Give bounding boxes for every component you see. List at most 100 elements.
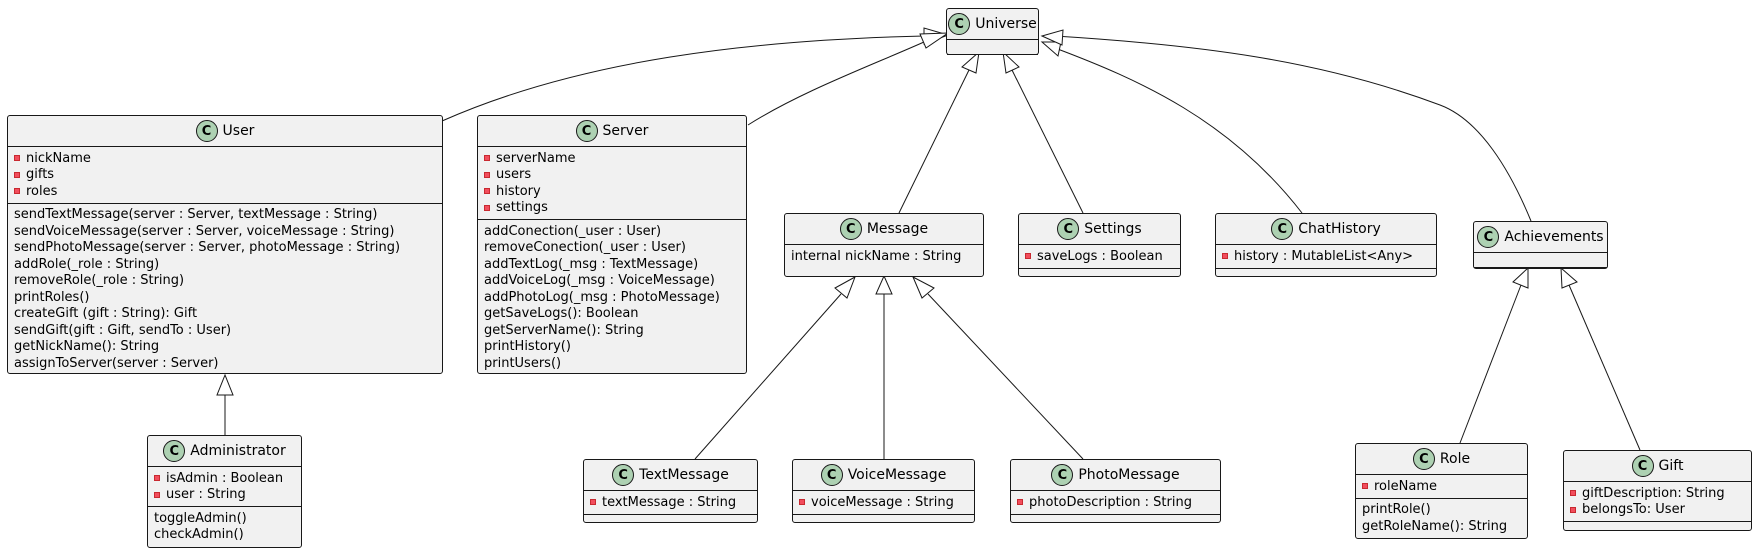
class-icon: C — [612, 464, 635, 486]
attribute: saveLogs : Boolean — [1037, 248, 1163, 264]
attributes-section: photoDescription : String — [1011, 491, 1220, 515]
class-name: Server — [602, 123, 649, 139]
edge-settings-universe — [1011, 69, 1084, 214]
methods-section: toggleAdmin() checkAdmin() — [148, 507, 301, 546]
method-row: removeConection(_user : User) — [484, 240, 686, 256]
method-row: sendTextMessage(server : Server, textMes… — [14, 207, 378, 223]
attributes-section: serverName users history settings — [478, 147, 746, 220]
attribute: belongsTo: User — [1582, 502, 1685, 518]
attributes-section — [947, 40, 1038, 55]
edge-role-achievements — [1459, 284, 1522, 444]
attribute: settings — [496, 200, 548, 216]
class-name: Message — [866, 221, 929, 237]
attributes-section: roleName — [1356, 475, 1527, 499]
attribute: giftDescription: String — [1582, 485, 1725, 501]
class-name: Administrator — [190, 443, 286, 459]
method-row: addConection(_user : User) — [484, 223, 662, 239]
class-icon: C — [948, 13, 971, 35]
private-icon — [484, 155, 490, 162]
attribute-row: user : String — [154, 487, 295, 504]
private-icon — [14, 188, 20, 195]
class-name: TextMessage — [639, 467, 729, 483]
class-icon: C — [1412, 448, 1435, 470]
edge-achievements-universe — [1054, 35, 1532, 222]
attribute: serverName — [496, 150, 576, 166]
class-name: ChatHistory — [1298, 221, 1381, 237]
arrowhead-gift-achievements — [1560, 266, 1578, 289]
class-icon: C — [1057, 218, 1080, 240]
class-icon: C — [820, 464, 843, 486]
method-row: printRole() — [1362, 502, 1431, 518]
arrowhead-textmessage-message — [834, 275, 856, 299]
arrowhead-role-achievements — [1512, 266, 1529, 289]
methods-section — [1564, 522, 1751, 536]
class-name: User — [222, 123, 255, 139]
edge-textmessage-message — [694, 293, 842, 460]
class-icon: C — [839, 218, 862, 240]
attributes-section: isAdmin : Boolean user : String — [148, 467, 301, 507]
attribute: nickName — [26, 150, 91, 166]
private-icon — [590, 499, 596, 506]
attribute: roleName — [1374, 478, 1437, 494]
private-icon — [1222, 253, 1228, 260]
attribute-row: settings — [484, 200, 740, 217]
method-row: printRoles() — [14, 289, 90, 305]
method-row: removeRole(_role : String) — [14, 273, 185, 289]
attributes-section: saveLogs : Boolean — [1019, 245, 1180, 269]
arrowhead-server-universe — [919, 32, 950, 49]
arrowhead-voicemessage-message — [875, 274, 893, 295]
private-icon — [1017, 499, 1023, 506]
arrowhead-settings-universe — [1002, 50, 1020, 74]
private-icon — [1362, 483, 1368, 490]
private-icon — [1570, 490, 1576, 497]
method-row: printUsers() — [484, 355, 562, 371]
attribute-row: belongsTo: User — [1570, 502, 1745, 519]
methods-section — [1011, 515, 1220, 529]
class-name: Gift — [1658, 458, 1684, 474]
method-row: addVoiceLog(_msg : VoiceMessage) — [484, 273, 715, 289]
attribute: voiceMessage : String — [811, 494, 954, 510]
class-icon: C — [575, 120, 598, 142]
method-row: sendVoiceMessage(server : Server, voiceM… — [14, 223, 395, 239]
method-row: addTextLog(_msg : TextMessage) — [484, 256, 699, 272]
private-icon — [14, 171, 20, 178]
method-row: sendPhotoMessage(server : Server, photoM… — [14, 240, 401, 256]
attribute-row: history — [484, 183, 740, 200]
edge-message-universe — [898, 69, 970, 214]
attribute: roles — [26, 183, 58, 199]
methods-section: addConection(_user : User) removeConecti… — [478, 220, 746, 375]
attribute: gifts — [26, 167, 55, 183]
method-row: addPhotoLog(_msg : PhotoMessage) — [484, 289, 720, 305]
attribute-row: giftDescription: String — [1570, 485, 1745, 502]
attributes-section: giftDescription: String belongsTo: User — [1564, 482, 1751, 522]
method-row: sendGift(gift : Gift, sendTo : User) — [14, 322, 232, 338]
private-icon — [484, 171, 490, 178]
attribute: isAdmin : Boolean — [166, 470, 284, 486]
class-icon: C — [1477, 226, 1500, 248]
private-icon — [1025, 253, 1031, 260]
arrowhead-photomessage-message — [911, 275, 935, 299]
method-row: assignToServer(server : Server) — [14, 355, 219, 371]
attribute: users — [496, 167, 532, 183]
private-icon — [799, 499, 805, 506]
method-row: getSaveLogs(): Boolean — [484, 306, 639, 322]
method-row: toggleAdmin() — [154, 510, 247, 526]
attribute: history : MutableList<Any> — [1234, 248, 1414, 264]
arrowhead-administrator-user — [216, 373, 234, 396]
private-icon — [484, 188, 490, 195]
class-name: Role — [1439, 451, 1471, 467]
